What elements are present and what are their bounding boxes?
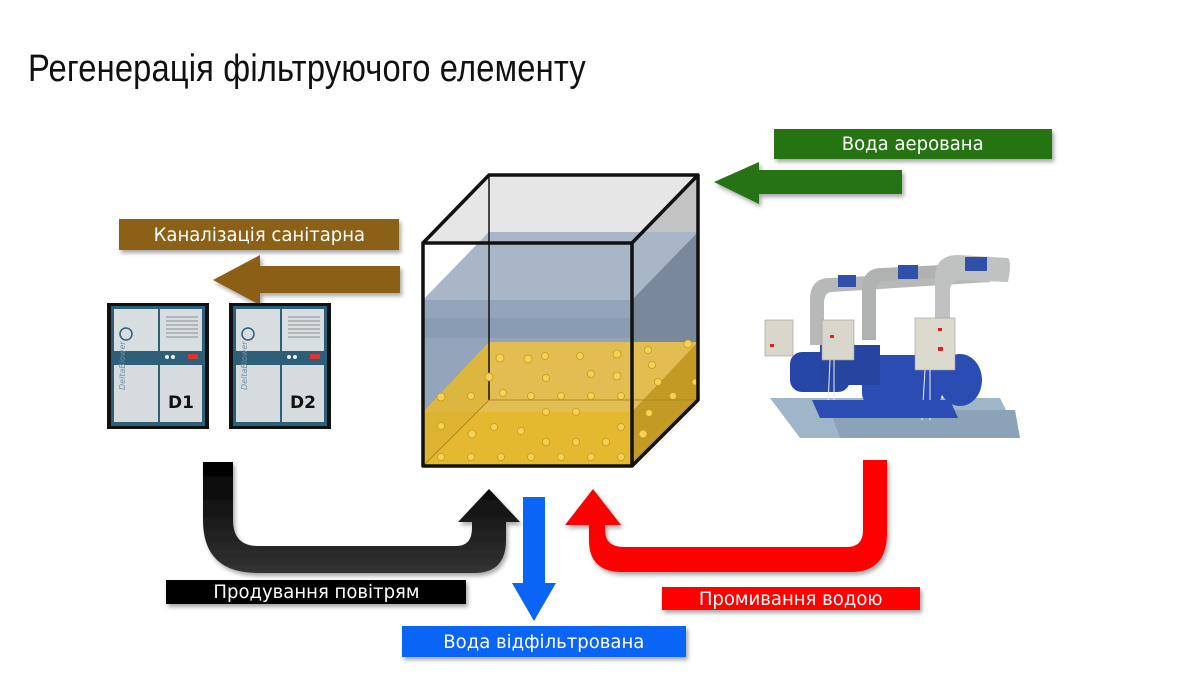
filtered-water-arrow: [512, 497, 556, 621]
label-air-blowing-text: Продування повітрям: [212, 581, 420, 603]
label-sewage-text: Каналізація санітарна: [153, 223, 365, 246]
blower-d2: [229, 303, 331, 429]
blower-d1-brand: DeltaBlower: [118, 341, 127, 390]
aerated-arrow: [714, 162, 902, 204]
label-water-washing-text: Промивання водою: [699, 587, 883, 610]
blower-d2-brand: DeltaBlower: [240, 341, 249, 390]
blower-d1-tag: D1: [168, 393, 194, 413]
label-air-blowing: Продування повітрям: [166, 580, 466, 604]
label-aerated-water-text: Вода аерована: [842, 133, 984, 155]
blower-d2-tag: D2: [290, 393, 316, 413]
label-aerated-water: Вода аерована: [774, 129, 1052, 159]
media-granules: [436, 339, 699, 461]
sewage-arrow: [213, 255, 400, 305]
label-filtered-water: Вода відфільтрована: [402, 626, 686, 657]
air-blowing-arrow: [203, 462, 520, 573]
filter-tank: [421, 173, 700, 468]
water-washing-arrow: [565, 460, 887, 572]
label-sewage: Каналізація санітарна: [119, 219, 399, 250]
pump-station: [764, 255, 1020, 438]
label-water-washing: Промивання водою: [662, 587, 920, 610]
label-filtered-water-text: Вода відфільтрована: [443, 630, 645, 653]
blower-d1: [107, 303, 209, 429]
slide-title: Регенерація фільтруючого елементу: [28, 48, 586, 90]
